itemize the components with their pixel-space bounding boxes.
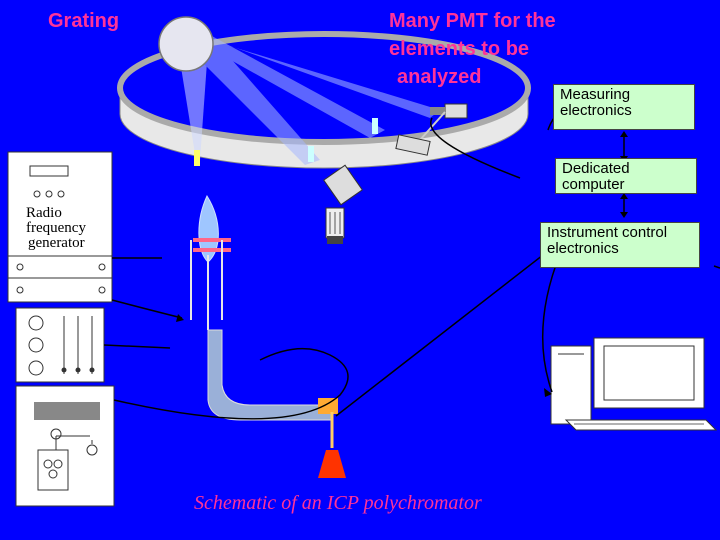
pmt-tube-1	[419, 103, 468, 141]
rf-generator-panel	[7, 151, 113, 303]
grating-element	[158, 16, 214, 72]
entrance-slit	[194, 150, 200, 166]
grating-label: Grating	[48, 10, 120, 32]
pmt-label-line2: elements to be	[389, 38, 530, 60]
exit-slit-1	[308, 146, 314, 162]
sample-tube	[207, 329, 333, 421]
meter-panel	[15, 307, 105, 383]
instrument-line1: Instrument control	[547, 224, 668, 241]
pmt-label-line1: Many PMT for the	[389, 10, 556, 32]
measuring-line2: electronics	[560, 102, 632, 119]
measuring-line1: Measuring	[560, 86, 631, 103]
computer-icon	[550, 337, 718, 431]
instrument-control-box: Instrument control electronics	[540, 222, 700, 268]
exit-slit-2	[372, 118, 378, 134]
connection-cables	[103, 91, 720, 420]
pmt-label-line3: analyzed	[397, 66, 482, 88]
rf-label-line1: Radio	[26, 205, 62, 221]
measuring-electronics-box: Measuring electronics	[553, 84, 695, 130]
pmt-tube-3	[323, 164, 363, 206]
instrument-line2: electronics	[547, 240, 619, 257]
light-beams	[175, 30, 440, 165]
rf-label-line3: generator	[28, 235, 85, 251]
gas-control-panel	[15, 385, 115, 507]
computer-line1: Dedicated	[562, 160, 630, 177]
dedicated-computer-box: Dedicated computer	[555, 158, 697, 194]
pmt-tube-4	[325, 207, 345, 244]
pmt-tube-2	[395, 134, 431, 156]
computer-line2: computer	[562, 176, 625, 193]
diagram-caption: Schematic of an ICP polychromator	[194, 492, 482, 514]
rf-label-line2: frequency	[26, 220, 86, 236]
sample-flask	[318, 398, 346, 478]
plasma-torch	[190, 194, 231, 330]
